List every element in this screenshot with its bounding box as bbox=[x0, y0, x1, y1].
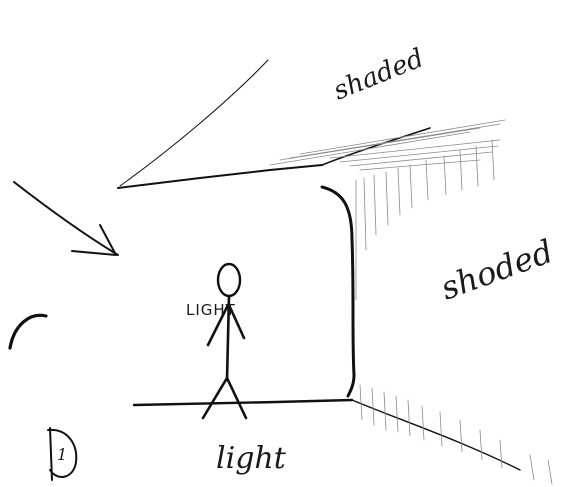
overhang-hatching bbox=[269, 119, 506, 171]
label-floor-light: light bbox=[216, 441, 287, 476]
light-arrow-icon bbox=[13, 181, 119, 256]
upper-diagonal-line bbox=[119, 59, 269, 187]
overhang-top-edge bbox=[117, 164, 323, 189]
wall-bottom-edge bbox=[351, 399, 521, 471]
number-circle bbox=[47, 428, 78, 478]
number-circle-stem bbox=[49, 427, 53, 481]
stick-figure bbox=[201, 262, 248, 420]
wall-hatching bbox=[355, 139, 495, 301]
wall-base-hatching bbox=[359, 384, 553, 485]
overhang-corner-edge bbox=[321, 127, 431, 166]
label-right-shaded: shoded bbox=[436, 232, 558, 307]
label-number: 1 bbox=[57, 445, 67, 464]
label-figure-light: LIGHT bbox=[186, 301, 236, 319]
ground-line bbox=[132, 398, 354, 407]
wall-front-edge bbox=[320, 185, 356, 398]
left-arc bbox=[8, 313, 48, 350]
label-top-shaded: shaded bbox=[329, 43, 428, 106]
